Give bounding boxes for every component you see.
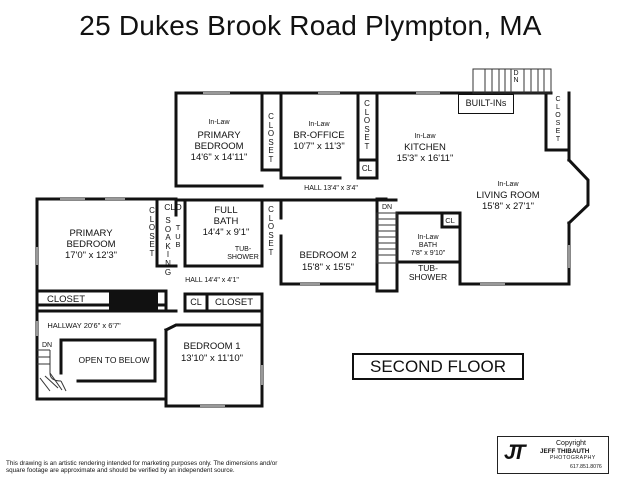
inlaw-primary-line3: BEDROOM: [194, 141, 244, 152]
primary-bedroom-line1: PRIMARY: [69, 228, 113, 239]
living-dims: 15'8" x 27'1": [481, 201, 535, 212]
dn-label-mid: DN: [381, 204, 393, 211]
bedroom2-name: BEDROOM 2: [299, 250, 357, 261]
primary-bedroom-line2: BEDROOM: [66, 239, 116, 250]
closet-right-label: CLOSET: [214, 297, 254, 308]
jt-logo: JT: [504, 441, 525, 464]
photographer-name: JEFF THIBAUTH: [540, 448, 590, 455]
kitchen-line1: In-Law: [414, 133, 436, 140]
phone-text: 617.851.8076: [570, 464, 602, 470]
page-title: 25 Dukes Brook Road Plympton, MA: [79, 10, 542, 41]
cl-label-bath: CL: [445, 216, 455, 225]
cl-label-1: CL: [361, 164, 373, 173]
dn-label-top: DN: [513, 70, 519, 84]
living-line1: In-Law: [497, 181, 519, 188]
hallway-label: HALLWAY 20'6" x 6'7": [47, 321, 121, 330]
inlaw-bath-line1: In-Law: [417, 234, 439, 241]
inlaw-primary-dims: 14'6" x 14'11": [190, 152, 248, 163]
living-line2: LIVING ROOM: [476, 190, 540, 201]
full-bath-dims: 14'4" x 9'1": [202, 227, 250, 238]
bedroom1-name: BEDROOM 1: [183, 341, 241, 352]
inlaw-tub-line1: TUB-: [418, 263, 438, 273]
hall-mid-label: HALL 14'4" x 4'1": [185, 277, 239, 284]
hall-upper-label: HALL 13'4" x 3'4": [304, 185, 358, 192]
primary-bedroom-dims: 17'0" x 12'3": [64, 250, 118, 261]
inlaw-tub-line2: SHOWER: [408, 272, 448, 282]
copyright-text: Copyright: [556, 440, 586, 447]
open-below-label: OPEN TO BELOW: [78, 355, 150, 365]
br-office-line2: BR-OFFICE: [293, 130, 345, 141]
inlaw-primary-line1: In-Law: [208, 119, 230, 126]
photography-text: PHOTOGRAPHY: [550, 455, 596, 461]
kitchen-dims: 15'3" x 16'11": [396, 153, 454, 164]
cl-label-row: CL: [190, 297, 202, 307]
kitchen-line2: KITCHEN: [404, 142, 446, 153]
br-office-dims: 10'7" x 11'3": [293, 141, 345, 152]
full-bath-line2: BATH: [213, 216, 239, 227]
tub-shower-line1: TUB-: [234, 246, 252, 253]
closet-left-label: CLOSET: [46, 294, 86, 305]
full-bath-line1: FULL: [214, 205, 238, 216]
disclaimer-text: This drawing is an artistic rendering in…: [6, 460, 278, 475]
floor-label: SECOND FLOOR: [352, 353, 524, 380]
clo-label: CLO: [164, 202, 182, 212]
built-ins: BUILT-INs: [458, 94, 514, 114]
inlaw-bath-dims: 7'8" x 9'10": [410, 250, 446, 257]
tub-shower-line2: SHOWER: [227, 254, 259, 261]
photographer-credit: JT Copyright JEFF THIBAUTH PHOTOGRAPHY 6…: [497, 436, 609, 474]
br-office-line1: In-Law: [308, 121, 330, 128]
dn-label-lower: DN: [41, 342, 53, 349]
bedroom1-dims: 13'10" x 11'10": [181, 353, 243, 364]
bedroom2-dims: 15'8" x 15'5": [301, 262, 355, 273]
inlaw-primary-line2: PRIMARY: [197, 130, 241, 141]
inlaw-bath-line2: BATH: [418, 242, 438, 249]
